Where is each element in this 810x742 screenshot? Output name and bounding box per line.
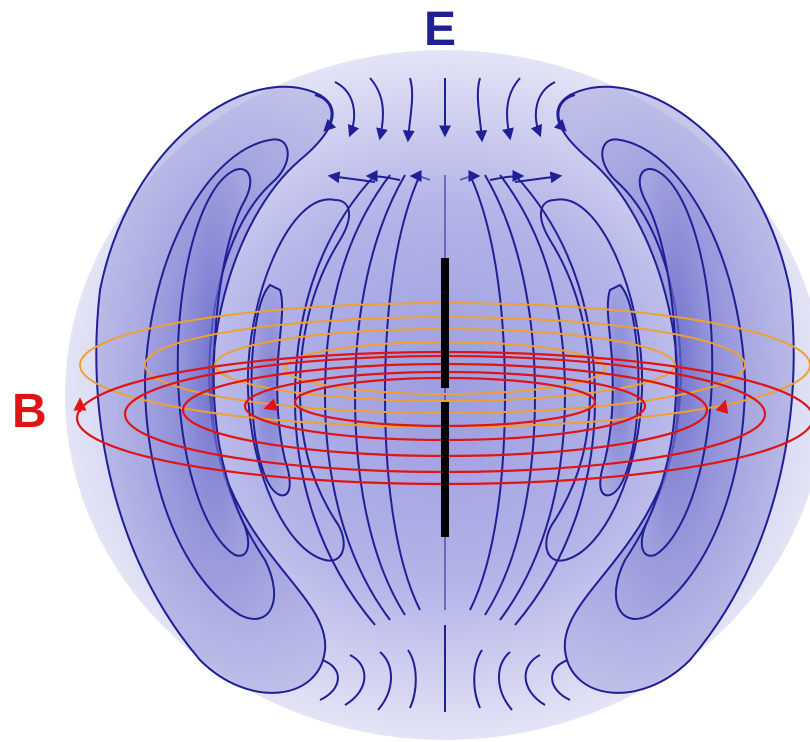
- dipole-antenna: [441, 258, 449, 537]
- e-inner-line-left-1: [383, 174, 421, 611]
- e-loop-left-3: [176, 168, 252, 557]
- e-arrow-top-r1: [475, 77, 488, 143]
- b-arrow-right: [715, 399, 729, 415]
- e-inner-line-right-1: [469, 174, 507, 611]
- b-arrow-inner: [263, 398, 279, 411]
- e-bottom-r1: [473, 649, 483, 709]
- e-arrow-out-r1: [459, 170, 481, 183]
- e-bottom-r3: [524, 654, 546, 706]
- e-bottom-l2: [377, 651, 392, 711]
- e-inner-line-right-2: [484, 174, 537, 616]
- e-field-lines: [95, 77, 795, 712]
- antenna-upper-arm: [441, 258, 449, 388]
- e-bottom-l4: [319, 659, 339, 701]
- e-arrow-out-l1: [409, 170, 431, 183]
- e-field-label: E: [424, 3, 457, 56]
- e-arrow-top-l4: [314, 94, 337, 132]
- b-field-label: B: [12, 385, 47, 438]
- e-arrow-top-r4: [553, 94, 576, 132]
- e-loop-left-4: [246, 198, 350, 562]
- e-arrow-top-l2: [369, 77, 388, 141]
- e-loop-left-2: [143, 138, 289, 620]
- e-loop-left-1: [95, 85, 334, 694]
- e-inner-line-left-2: [353, 174, 406, 616]
- e-bottom-l3: [344, 654, 366, 706]
- e-loop-right-3: [638, 168, 714, 557]
- e-arrow-top-l3: [334, 81, 360, 138]
- e-bottom-l1: [407, 649, 417, 709]
- e-bottom-r4: [551, 659, 571, 701]
- e-loop-right-2: [601, 138, 747, 620]
- e-arrow-top-r2: [502, 77, 521, 141]
- e-arrow-out-l2: [365, 170, 401, 183]
- e-arrow-out-r2: [489, 170, 525, 183]
- e-loop-right-1: [556, 85, 795, 694]
- e-arrow-top-r3: [530, 81, 556, 138]
- e-arrow-top-l1: [402, 77, 415, 143]
- e-arrow-out-r3: [514, 171, 563, 184]
- e-bottom-r2: [498, 651, 513, 711]
- e-loop-right-4: [540, 198, 644, 562]
- e-arrow-out-l3: [327, 171, 376, 184]
- antenna-lower-arm: [441, 402, 449, 537]
